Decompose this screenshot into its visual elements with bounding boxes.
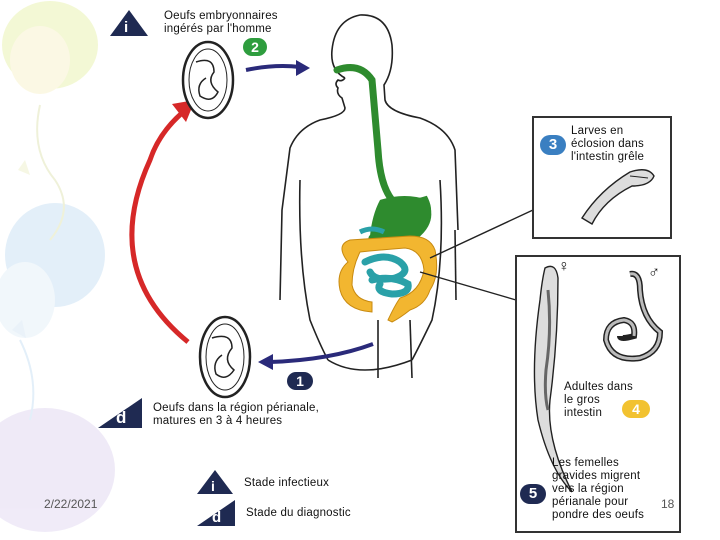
small-intestine [361, 253, 412, 298]
arrow-to-mouth [245, 64, 301, 72]
stage-2-number-badge: 2 [243, 38, 267, 56]
egg-bottom [198, 315, 252, 399]
stage-d-line1: Oeufs dans la région périanale, [153, 402, 320, 414]
stage-5-line5: pondre des oeufs [552, 509, 645, 521]
stage-5-line3: vers la région [552, 483, 624, 495]
stage-d-line2: matures en 3 à 4 heures [153, 415, 283, 427]
stage-4-line2: le gros [564, 394, 600, 406]
stage-4-number-badge: 4 [622, 400, 650, 418]
stage-5-line4: périanale pour [552, 496, 629, 508]
egg-top [181, 40, 235, 120]
colon [338, 235, 438, 323]
legend-infective-badge: i [197, 470, 233, 494]
stage-1-number-badge: 1 [287, 372, 313, 390]
slide-page-number: 18 [661, 497, 675, 511]
stage-3-number: 3 [548, 136, 558, 153]
female-symbol: ♀ [558, 258, 570, 275]
human-body-outline [279, 14, 459, 379]
stage-5-line2: gravides migrent [552, 470, 641, 482]
stage-3-number-badge: 3 [540, 135, 566, 155]
badge-letter: i [211, 478, 215, 494]
stage-3-line1: Larves en [571, 125, 624, 137]
badge-letter: i [124, 19, 129, 36]
stage-5-number-badge: 5 [520, 484, 546, 504]
stage-4-line3: intestin [564, 407, 603, 419]
badge-letter: d [212, 509, 222, 526]
cycle-arrow-red [129, 106, 190, 344]
stage-4-number: 4 [632, 401, 640, 417]
stage-2-line1: Oeufs embryonnaires [164, 10, 278, 22]
stage-3-line2: éclosion dans [571, 138, 644, 150]
arrow-to-egg [269, 342, 374, 364]
slide-date: 2/22/2021 [44, 497, 98, 511]
stage-4-line1: Adultes dans [564, 381, 633, 393]
stage-2-line2: ingérés par l'homme [164, 23, 272, 35]
stage-1-number: 1 [296, 373, 304, 389]
stage-4-text: Adultes dans le gros intestin [564, 381, 633, 420]
stomach [370, 196, 432, 242]
larva-worm [581, 169, 655, 225]
male-symbol: ♂ [648, 264, 660, 281]
badge-letter: d [116, 408, 127, 427]
female-worm [533, 265, 573, 493]
stage-3-text: Larves en éclosion dans l'intestin grêle [571, 125, 644, 164]
legend-diagnostic-label: Stade du diagnostic [246, 507, 351, 519]
stage-d-badge: d [98, 398, 142, 428]
legend-infective-label: Stade infectieux [244, 477, 330, 489]
stage-2-number: 2 [251, 39, 259, 55]
stage-2-text: Oeufs embryonnaires ingérés par l'homme [164, 10, 278, 36]
stage-3-line3: l'intestin grêle [571, 151, 645, 163]
stage-d-text: Oeufs dans la région périanale, matures … [153, 402, 319, 428]
stage-i-badge-top: i [110, 10, 148, 36]
stage-5-line1: Les femelles [552, 457, 619, 469]
stage-5-text: Les femelles gravides migrent vers la ré… [552, 457, 644, 522]
stage-5-number: 5 [528, 485, 538, 502]
legend-diagnostic-badge: d [197, 500, 235, 526]
